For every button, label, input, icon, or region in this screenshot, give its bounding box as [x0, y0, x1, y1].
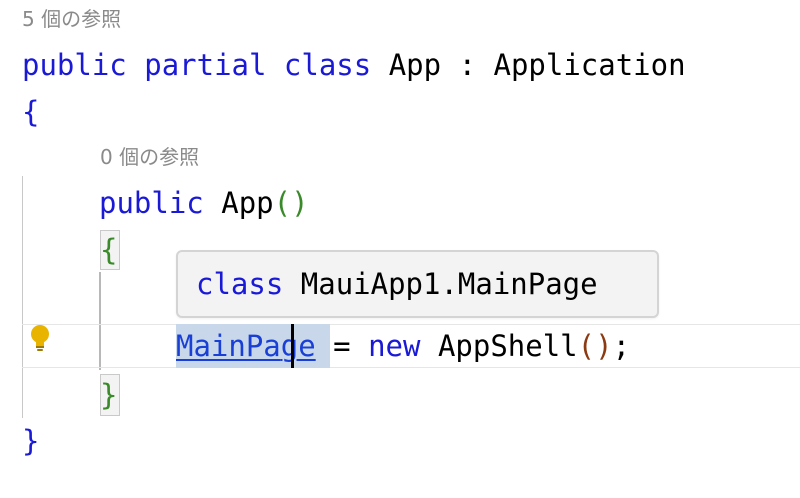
- lightbulb-icon[interactable]: [28, 324, 52, 352]
- tooltip-keyword-class: class: [196, 267, 284, 301]
- close-paren: ): [595, 329, 613, 363]
- base-class-name[interactable]: Application: [493, 48, 686, 82]
- constructor-name[interactable]: App: [221, 186, 274, 220]
- mainpage-selected-part: MainPa: [176, 329, 281, 363]
- keyword-class: class: [283, 48, 372, 82]
- brace-match-highlight-close: [100, 374, 120, 416]
- quick-info-tooltip: class MauiApp1.MainPage: [176, 250, 659, 318]
- keyword-public: public: [22, 48, 127, 82]
- class-declaration-line[interactable]: public partial class App : Application: [22, 42, 686, 88]
- mainpage-identifier[interactable]: MainPage: [176, 329, 316, 363]
- mainpage-rest-part: ge: [280, 329, 316, 363]
- tooltip-signature: class MauiApp1.MainPage: [196, 261, 598, 307]
- tooltip-type-name[interactable]: MauiApp1.MainPage: [300, 267, 598, 301]
- class-references-codelens[interactable]: 5 個の参照: [22, 7, 122, 31]
- keyword-new: new: [368, 329, 421, 363]
- statement-semicolon: ;: [612, 329, 631, 363]
- class-name[interactable]: App: [388, 48, 442, 82]
- constructor-declaration-line[interactable]: public App(): [99, 180, 309, 226]
- text-selection: [176, 324, 330, 368]
- keyword-public: public: [99, 186, 204, 220]
- text-caret: [291, 324, 294, 368]
- equals-operator: =: [333, 329, 351, 363]
- class-close-brace[interactable]: }: [22, 424, 40, 458]
- open-paren: (: [577, 329, 596, 363]
- inheritance-colon: :: [458, 48, 477, 82]
- indent-guide-inner: [99, 272, 101, 370]
- constructor-close-brace[interactable]: }: [100, 378, 118, 412]
- constructor-open-brace[interactable]: {: [100, 233, 118, 267]
- appshell-type-name[interactable]: AppShell: [437, 329, 578, 363]
- class-open-brace[interactable]: {: [22, 95, 40, 129]
- assignment-line[interactable]: MainPage = new AppShell();: [176, 323, 630, 369]
- brace-match-highlight-open: [100, 230, 120, 270]
- current-line-highlight: [22, 324, 800, 368]
- keyword-partial: partial: [144, 48, 267, 82]
- indent-guide-outer: [22, 176, 23, 418]
- constructor-parens: (): [273, 186, 309, 220]
- constructor-references-codelens[interactable]: 0 個の参照: [100, 145, 200, 169]
